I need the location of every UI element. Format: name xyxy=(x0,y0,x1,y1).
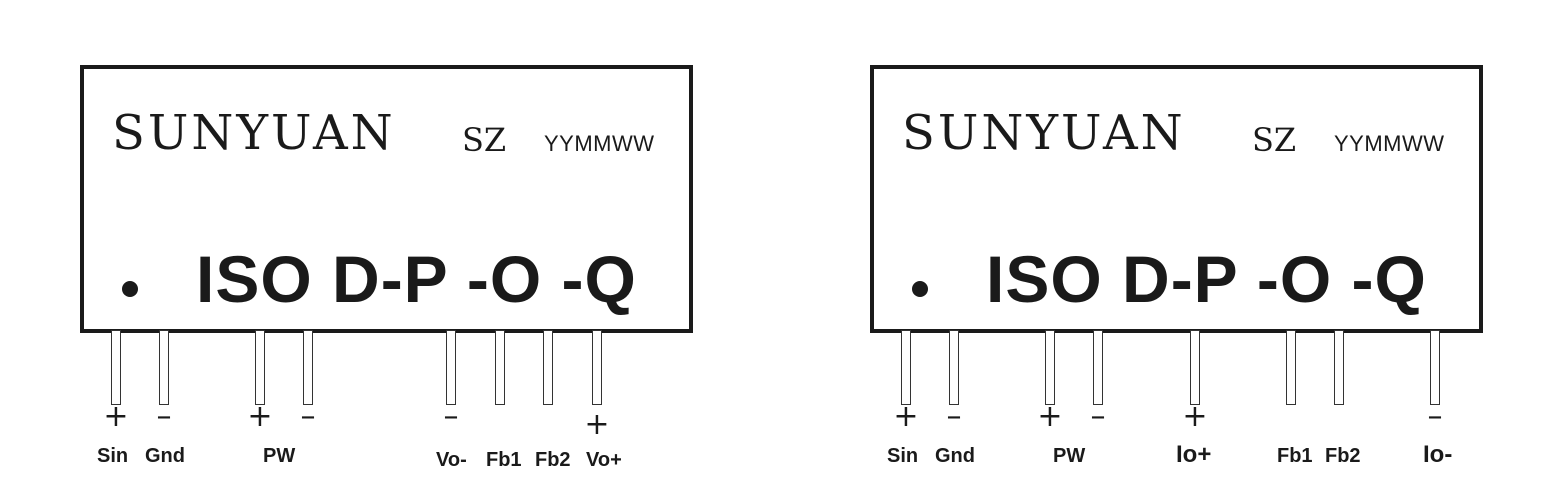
module-current-output: SUNYUAN SZ YYMMWW ISO D-P -O -Q + – + – … xyxy=(790,0,1490,504)
pin-polarity: + xyxy=(1182,399,1208,434)
pin-lead xyxy=(1093,330,1103,405)
pin-lead xyxy=(111,330,121,405)
pin-polarity: + xyxy=(1037,399,1063,434)
pin-label-sin: Sin xyxy=(97,445,129,467)
pin-lead xyxy=(1430,330,1440,405)
pin-lead xyxy=(543,330,553,405)
pin-lead xyxy=(1334,330,1344,405)
pin-lead xyxy=(446,330,456,405)
model-number: ISO D-P -O -Q xyxy=(986,242,1427,316)
pin-lead xyxy=(159,330,169,405)
pin-lead xyxy=(303,330,313,405)
pin1-dot-icon xyxy=(912,281,928,297)
pin-polarity: + xyxy=(893,399,919,434)
date-code: YYMMWW xyxy=(544,131,655,156)
pin-label-fb2: Fb2 xyxy=(535,449,571,471)
pin-label-gnd: Gnd xyxy=(145,445,185,467)
brand-name: SUNYUAN xyxy=(112,105,396,161)
module-body: SUNYUAN SZ YYMMWW ISO D-P -O -Q xyxy=(80,65,693,333)
pin-lead xyxy=(495,330,505,405)
pin-label-io-plus: Io+ xyxy=(1176,441,1212,468)
pin-label-sin: Sin xyxy=(887,445,919,467)
pin-polarity: – xyxy=(443,399,459,434)
pin-polarity: + xyxy=(584,407,610,442)
pin-polarity: – xyxy=(946,399,962,434)
pin-lead xyxy=(1190,330,1200,405)
brand-name: SUNYUAN xyxy=(902,105,1186,161)
pin-label-vo-minus: Vo- xyxy=(436,449,467,471)
pin-label-fb2: Fb2 xyxy=(1325,445,1361,467)
pin1-dot-icon xyxy=(122,281,138,297)
pin-label-io-minus: Io- xyxy=(1423,441,1453,468)
pin-polarity: – xyxy=(1090,399,1106,434)
pin-polarity: – xyxy=(300,399,316,434)
pin-lead xyxy=(1045,330,1055,405)
date-code: YYMMWW xyxy=(1334,131,1445,156)
brand-suffix: SZ xyxy=(462,121,507,159)
pin-label-pw: PW xyxy=(263,445,296,467)
pin-lead xyxy=(255,330,265,405)
model-number: ISO D-P -O -Q xyxy=(196,242,637,316)
module-body: SUNYUAN SZ YYMMWW ISO D-P -O -Q xyxy=(870,65,1483,333)
pin-lead xyxy=(1286,330,1296,405)
pin-label-pw: PW xyxy=(1053,445,1086,467)
brand-suffix: SZ xyxy=(1252,121,1297,159)
pin-label-fb1: Fb1 xyxy=(1277,445,1313,467)
pin-label-fb1: Fb1 xyxy=(486,449,522,471)
pin-polarity: + xyxy=(103,399,129,434)
pin-lead xyxy=(592,330,602,405)
module-voltage-output: SUNYUAN SZ YYMMWW ISO D-P -O -Q + – + – … xyxy=(0,0,700,504)
pin-polarity: – xyxy=(1427,399,1443,434)
pin-polarity: – xyxy=(156,399,172,434)
pin-polarity: + xyxy=(247,399,273,434)
pin-label-vo-plus: Vo+ xyxy=(586,449,622,471)
pin-lead xyxy=(901,330,911,405)
pin-label-gnd: Gnd xyxy=(935,445,975,467)
pin-lead xyxy=(949,330,959,405)
